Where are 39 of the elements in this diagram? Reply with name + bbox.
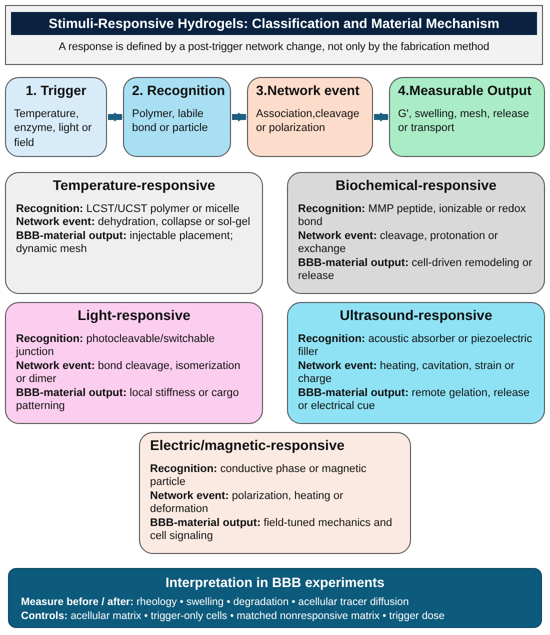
property-line: BBB-material output: remote gelation, release or electrical cue	[298, 386, 531, 414]
category-box	[287, 172, 545, 294]
step-heading: 3.Network event	[256, 83, 361, 98]
interpretation-panel	[8, 568, 542, 628]
step-heading: 4.Measurable Output	[398, 83, 533, 98]
property-line: BBB-material output: cell-driven remodeling or release	[298, 256, 534, 284]
category-heading: Electric/magnetic-responsive	[150, 437, 346, 453]
step-box	[5, 77, 107, 157]
category-box	[139, 432, 411, 554]
property-line: BBB-material output: field-tuned mechanics and cell signaling	[150, 516, 394, 544]
panel-line: Measure before / after: rheology • swelling • degradation • acellular tracer diffusion	[21, 596, 410, 610]
category-box	[5, 302, 263, 424]
flow-arrow	[374, 112, 389, 122]
step-heading: 2. Recognition	[132, 83, 222, 98]
title-band: Stimuli-Responsive Hydrogels: Classification and Material Mechanism	[11, 12, 537, 35]
header-box	[5, 5, 543, 65]
flow-arrow	[108, 112, 123, 122]
step-box	[247, 77, 373, 157]
category-heading: Biochemical-responsive	[334, 177, 498, 193]
category-box	[5, 172, 263, 294]
panel-heading: Interpretation in BBB experiments	[164, 575, 386, 590]
step-description: Association,cleavage or polarization	[256, 107, 360, 136]
step-description: Polymer, labile bond or particle	[132, 107, 209, 136]
property-line: BBB-material output: local stiffness or cargo patterning	[16, 386, 240, 414]
property-line: BBB-material output: injectable placement; dynamic mesh	[16, 230, 234, 257]
property-line: Recognition: LCST/UCST polymer or micelle	[16, 203, 240, 216]
subtitle: A response is defined by a post-trigger network change, not only by the fabrication method	[58, 41, 490, 53]
step-description: Temperature, enzyme, light or field	[14, 107, 93, 150]
step-description: G', swelling, mesh, release or transport	[398, 107, 530, 136]
category-heading: Ultrasound-responsive	[338, 307, 494, 323]
flow-arrow	[232, 112, 247, 122]
panel-line: Controls: acellular matrix • trigger-only cells • matched nonresponsive matrix • trigger dose	[21, 610, 446, 624]
category-heading: Temperature-responsive	[52, 177, 216, 193]
category-heading: Light-responsive	[76, 307, 192, 323]
step-box	[389, 77, 545, 157]
step-heading: 1. Trigger	[24, 83, 88, 98]
step-box	[123, 77, 231, 157]
property-line: Network event: dehydration, collapse or sol-gel	[16, 216, 252, 230]
category-box	[287, 302, 545, 424]
